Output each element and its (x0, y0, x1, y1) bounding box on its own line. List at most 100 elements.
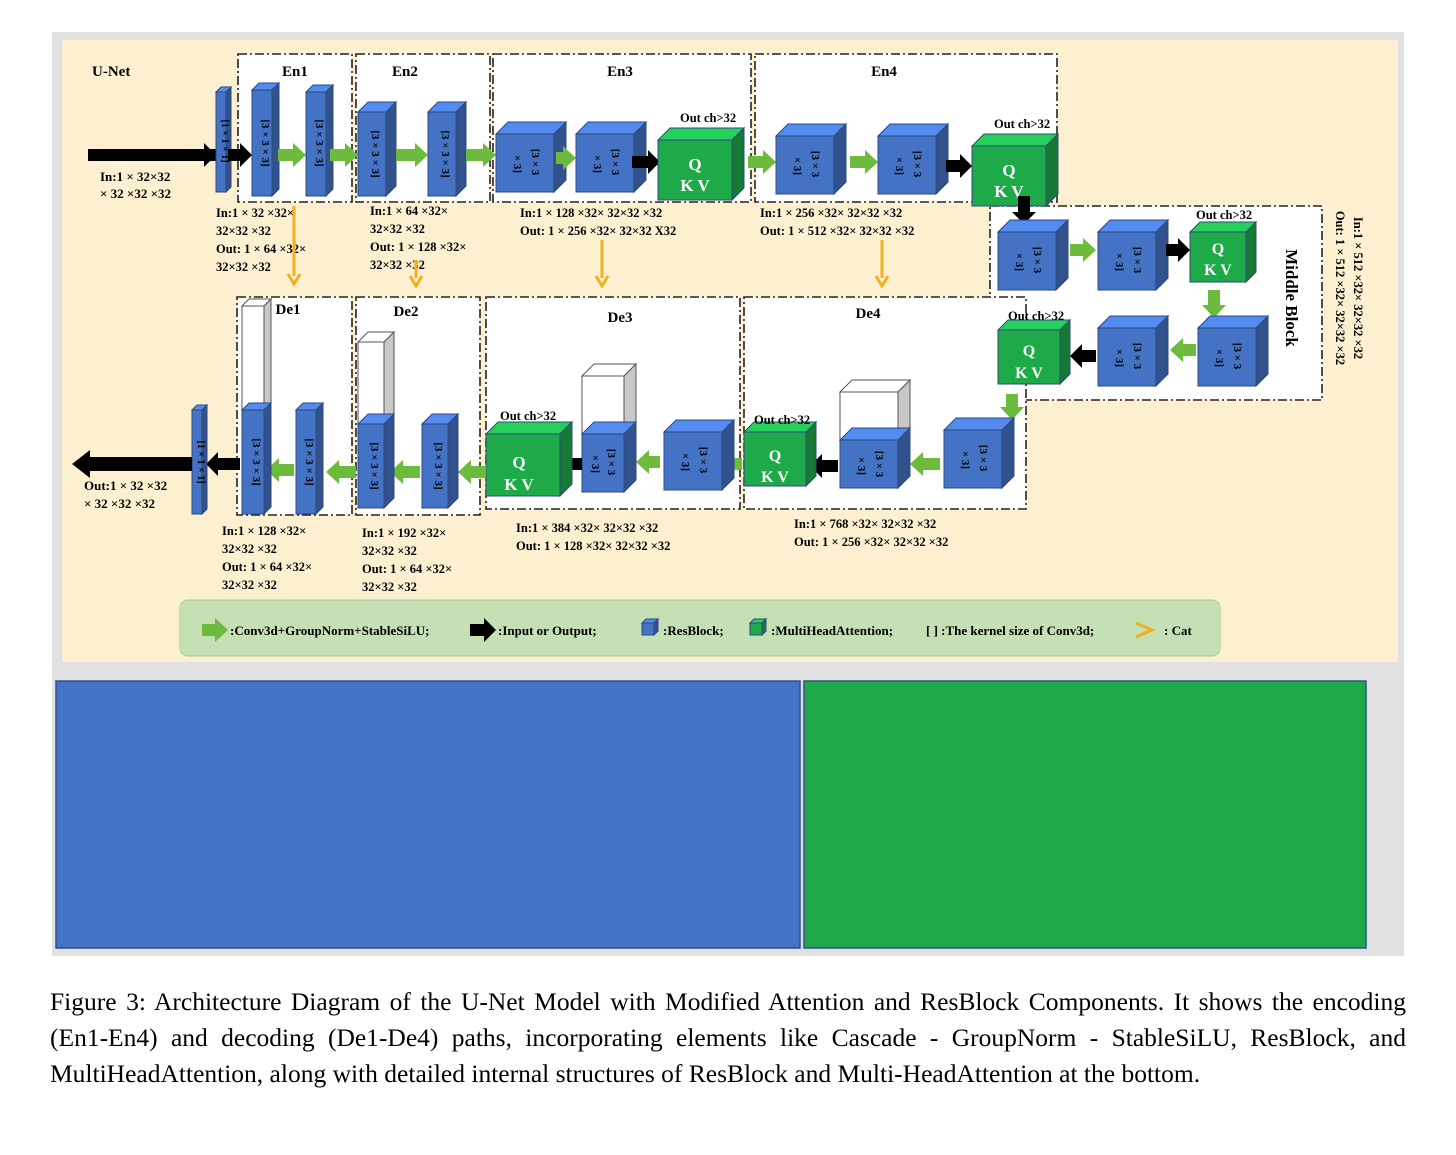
kernel-label: [3 × 3 × 3] (313, 119, 325, 166)
attn-q: Q (1002, 161, 1015, 180)
de3-io: Out: 1 × 128 ×32× 32×32 ×32 (516, 539, 670, 553)
out-ch-label: Out ch>32 (754, 413, 810, 427)
cube-top (970, 133, 1060, 147)
cube-side (1059, 318, 1071, 386)
legend-cat-icon (1135, 621, 1156, 639)
io-arrow (228, 143, 252, 167)
conv-norm-silu-arrow (1070, 238, 1096, 262)
conv-norm-silu-arrow (330, 143, 358, 167)
cube-side (1245, 220, 1257, 284)
cat-arrow-head (594, 275, 610, 289)
de2-io: In:1 × 192 ×32× (362, 526, 446, 540)
kernel-label: × 3] (679, 453, 691, 471)
io-arrow (632, 150, 660, 174)
de1-io: 32×32 ×32 (222, 542, 277, 556)
en1-io: Out: 1 × 64 ×32× (216, 242, 306, 256)
kernel-label: [3 × 3 × 3] (303, 438, 315, 485)
attn-kv: K V (504, 475, 534, 494)
kernel-label: × 3] (855, 457, 867, 475)
de1-io: In:1 × 128 ×32× (222, 524, 306, 538)
cube-front (421, 423, 449, 509)
kernel-label: × 3] (893, 157, 905, 175)
cube-side (1055, 218, 1069, 292)
cat-arrow-head (286, 273, 302, 287)
cube-front (575, 133, 635, 193)
kernel-label: [3 × 3 × 3] (439, 130, 451, 177)
conv-norm-silu-arrow (278, 143, 306, 167)
conv-norm-silu-arrow (266, 458, 294, 482)
conv-norm-silu-arrow (458, 460, 486, 484)
en2-io: In:1 × 64 ×32× (370, 204, 448, 218)
out-ch-label: Out ch>32 (680, 111, 736, 125)
attn-kv: K V (1204, 262, 1232, 279)
cube-front (943, 429, 1003, 489)
cube-side (447, 412, 459, 510)
input-conv-block (214, 85, 233, 194)
resblock (494, 120, 568, 194)
legend-item: [ ] :The kernel size of Conv3d; (926, 623, 1094, 638)
de2-io: 32×32 ×32 (362, 544, 417, 558)
cube-front (485, 433, 561, 497)
cat-arrow-head (408, 275, 424, 289)
legend-item: :Input or Output; (498, 623, 597, 638)
cube-front (997, 231, 1057, 291)
conv-norm-silu-arrow (1000, 394, 1024, 420)
cat-arrow-head (874, 275, 890, 289)
cube-front (357, 111, 387, 197)
cube-front (877, 135, 937, 195)
de2-io: 32×32 ×32 (362, 580, 417, 594)
kernel-label: [3 × 3 × 3] (369, 130, 381, 177)
resblock (1096, 314, 1170, 388)
kernel-label: × 3] (959, 451, 971, 469)
resblock (356, 412, 396, 510)
conv-norm-silu-arrow (1170, 338, 1196, 362)
middle-block-title: Middle Block (1282, 249, 1301, 347)
legend-attention-icon (748, 617, 768, 637)
io-arrow (1070, 344, 1096, 368)
de4-io: In:1 × 768 ×32× 32×32 ×32 (794, 517, 936, 531)
cube-front (215, 91, 227, 193)
kernel-label: × 3] (1113, 253, 1125, 271)
de4-io: Out: 1 × 256 ×32× 32×32 ×32 (794, 535, 948, 549)
en4-title: En4 (871, 64, 897, 80)
en1-io: 32×32 ×32 (216, 260, 271, 274)
io-arrow (206, 452, 240, 476)
cube-front (357, 341, 385, 425)
kernel-label: [3 × 3 (529, 149, 541, 176)
input-label: In:1 × 32×32 (100, 169, 170, 184)
input-arrow-body (88, 149, 216, 161)
figure-caption: Figure 3: Architecture Diagram of the U-… (50, 987, 1406, 1088)
cube-front (663, 431, 723, 491)
attn-q: Q (769, 448, 781, 465)
en1-title: En1 (282, 64, 308, 80)
resblock (240, 401, 273, 516)
cube-top (656, 127, 746, 141)
en2-io: 32×32 ×32 (370, 222, 425, 236)
resblock (580, 420, 638, 494)
kernel-label: [1 × 1 × 1] (195, 440, 206, 483)
cube-side (263, 401, 272, 516)
kernel-label: [3 × 3 × 3] (368, 442, 380, 489)
cube-front (305, 91, 327, 197)
out-ch-label: Out ch>32 (994, 117, 1050, 131)
middle-io: In:1 × 512 ×32× 32×32 ×32 (1351, 217, 1365, 359)
attn-q: Q (512, 453, 525, 472)
cube-side (455, 100, 467, 198)
cat-block (240, 297, 273, 412)
io-arrow (1166, 238, 1190, 262)
cube-side (833, 122, 847, 196)
attention-block (742, 420, 818, 488)
conv-norm-silu-arrow (390, 460, 420, 484)
cube-side (325, 83, 334, 198)
cube-front (997, 329, 1061, 385)
cat-block (356, 330, 396, 426)
en2-io: Out: 1 × 128 ×32× (370, 240, 466, 254)
attention-block (996, 318, 1072, 386)
conv-norm-silu-arrow (748, 150, 776, 174)
attn-q: Q (688, 155, 701, 174)
kernel-label: [3 × 3 (911, 151, 923, 178)
cube-side (383, 412, 395, 510)
en1-io: In:1 × 32 ×32× (216, 206, 294, 220)
legend-box (179, 599, 1221, 657)
